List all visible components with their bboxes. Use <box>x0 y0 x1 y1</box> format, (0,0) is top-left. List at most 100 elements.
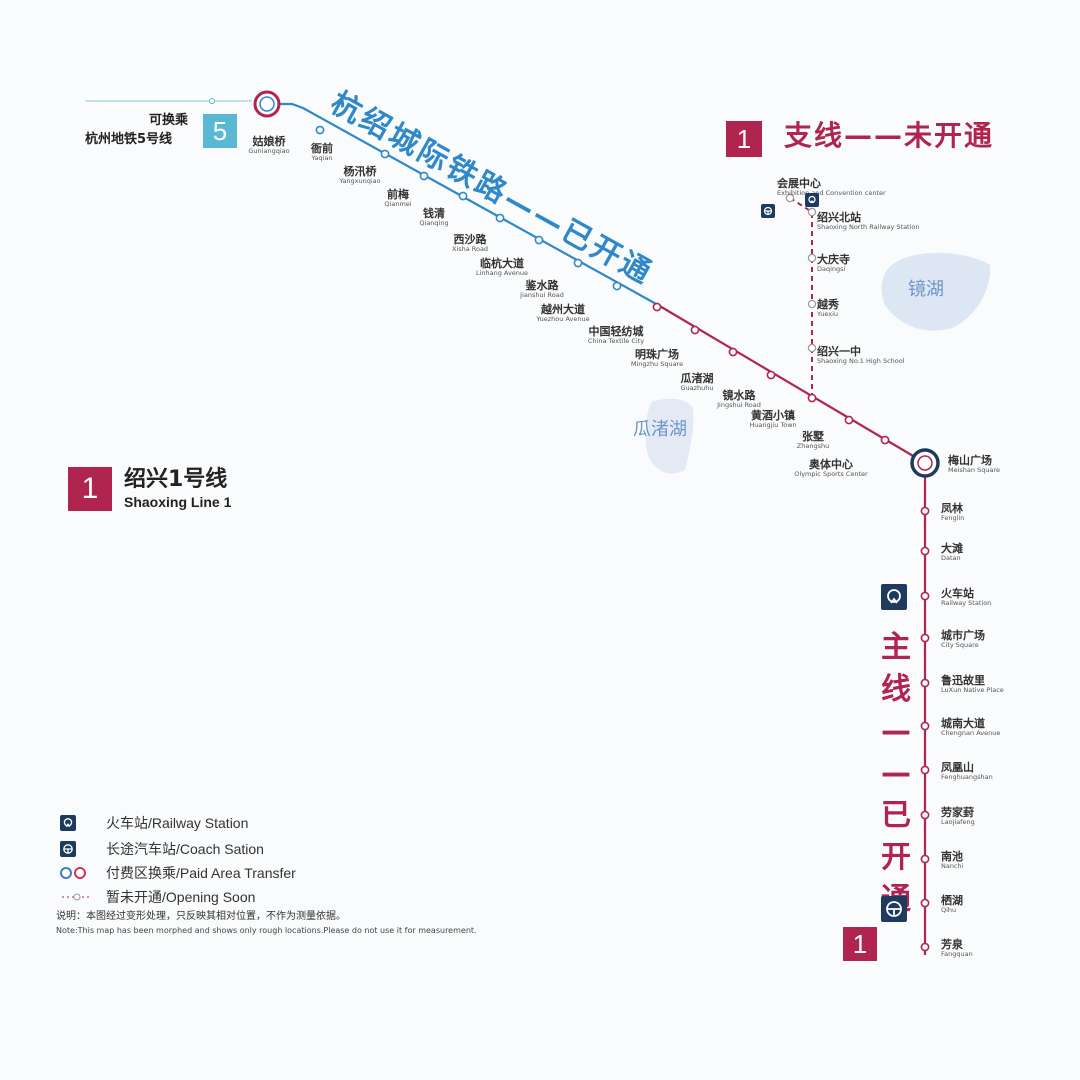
legend-coach-icon <box>60 841 76 857</box>
guniangqiao-interchange[interactable] <box>253 90 281 118</box>
station-dot[interactable] <box>728 347 738 357</box>
hangshao-line <box>267 102 659 306</box>
branch-coach-station-icon <box>761 204 775 218</box>
line1-branch <box>789 197 813 398</box>
station-dot[interactable] <box>807 207 817 217</box>
station-dot[interactable] <box>880 435 890 445</box>
station-name-cn: 劳家葑 <box>941 806 974 819</box>
station-name-cn: 越秀 <box>817 298 839 311</box>
jinghu-label: 镜湖 <box>908 279 944 300</box>
station-name-cn: 奥体中心 <box>808 458 853 471</box>
main-line-title-char: 线 <box>881 672 911 707</box>
station-dot[interactable] <box>766 370 776 380</box>
station-dot[interactable] <box>690 325 700 335</box>
main-line-title-char: 开 <box>881 840 911 875</box>
station-dot[interactable] <box>612 281 622 291</box>
station-name-en: Exhibition and Convention center <box>777 188 886 197</box>
station-name-en: City Square <box>941 640 979 649</box>
station-name-en: Guniangqiao <box>248 146 290 155</box>
station-dot[interactable] <box>458 191 468 201</box>
legend-transfer-text: 付费区换乘/Paid Area Transfer <box>106 865 296 881</box>
station-name-cn: 城市广场 <box>941 629 985 642</box>
station-dot[interactable] <box>920 810 930 820</box>
station-dot[interactable] <box>807 343 817 353</box>
station-name-en: Fenglin <box>941 513 965 522</box>
station-name-en: Yangxunqiao <box>339 176 381 185</box>
station-name-en: LuXun Native Place <box>941 685 1004 694</box>
station-dot[interactable] <box>920 506 930 516</box>
main-line-badge: 1 <box>843 927 877 961</box>
station-name-cn: 前梅 <box>386 188 409 201</box>
station-name-cn: 芳泉 <box>941 938 963 951</box>
station-name-en: Shaoxing No.1 High School <box>817 356 905 365</box>
north-railway-station-icon <box>805 193 819 207</box>
station-dot[interactable] <box>920 854 930 864</box>
meishan-square-interchange[interactable] <box>910 448 940 478</box>
station-dot[interactable] <box>534 235 544 245</box>
station-dot[interactable] <box>920 591 930 601</box>
transfer-ring-icon <box>74 867 86 879</box>
station-dot[interactable] <box>920 678 930 688</box>
station-dot[interactable] <box>920 546 930 556</box>
station-dot[interactable] <box>807 393 817 403</box>
station-dot[interactable] <box>807 299 817 309</box>
station-name-cn: 张墅 <box>802 430 824 443</box>
main-line-title: 主线——已开通 <box>880 627 912 921</box>
branch-badge: 1 <box>726 121 762 157</box>
station-dot[interactable] <box>652 302 662 312</box>
station-dot[interactable] <box>573 258 583 268</box>
station-name-en: Olympic Sports Center <box>794 469 868 478</box>
station-dot[interactable] <box>920 721 930 731</box>
station-dot[interactable] <box>495 213 505 223</box>
station-dot[interactable] <box>920 942 930 952</box>
station-name-cn: 杨汛桥 <box>343 165 377 178</box>
station-name-cn: 栖湖 <box>941 894 963 907</box>
station-dot[interactable] <box>785 193 795 203</box>
station-dot[interactable] <box>920 633 930 643</box>
station-dot[interactable] <box>920 898 930 908</box>
station-dot[interactable] <box>380 149 390 159</box>
station-dot[interactable] <box>419 171 429 181</box>
main-line-title-char: — <box>881 756 911 791</box>
railway-station-icon <box>881 584 907 610</box>
station-dot[interactable] <box>920 765 930 775</box>
station-name-cn: 西沙路 <box>453 233 487 246</box>
station-dot[interactable] <box>844 415 854 425</box>
station-dot[interactable] <box>807 253 817 263</box>
station-dot[interactable] <box>315 125 325 135</box>
